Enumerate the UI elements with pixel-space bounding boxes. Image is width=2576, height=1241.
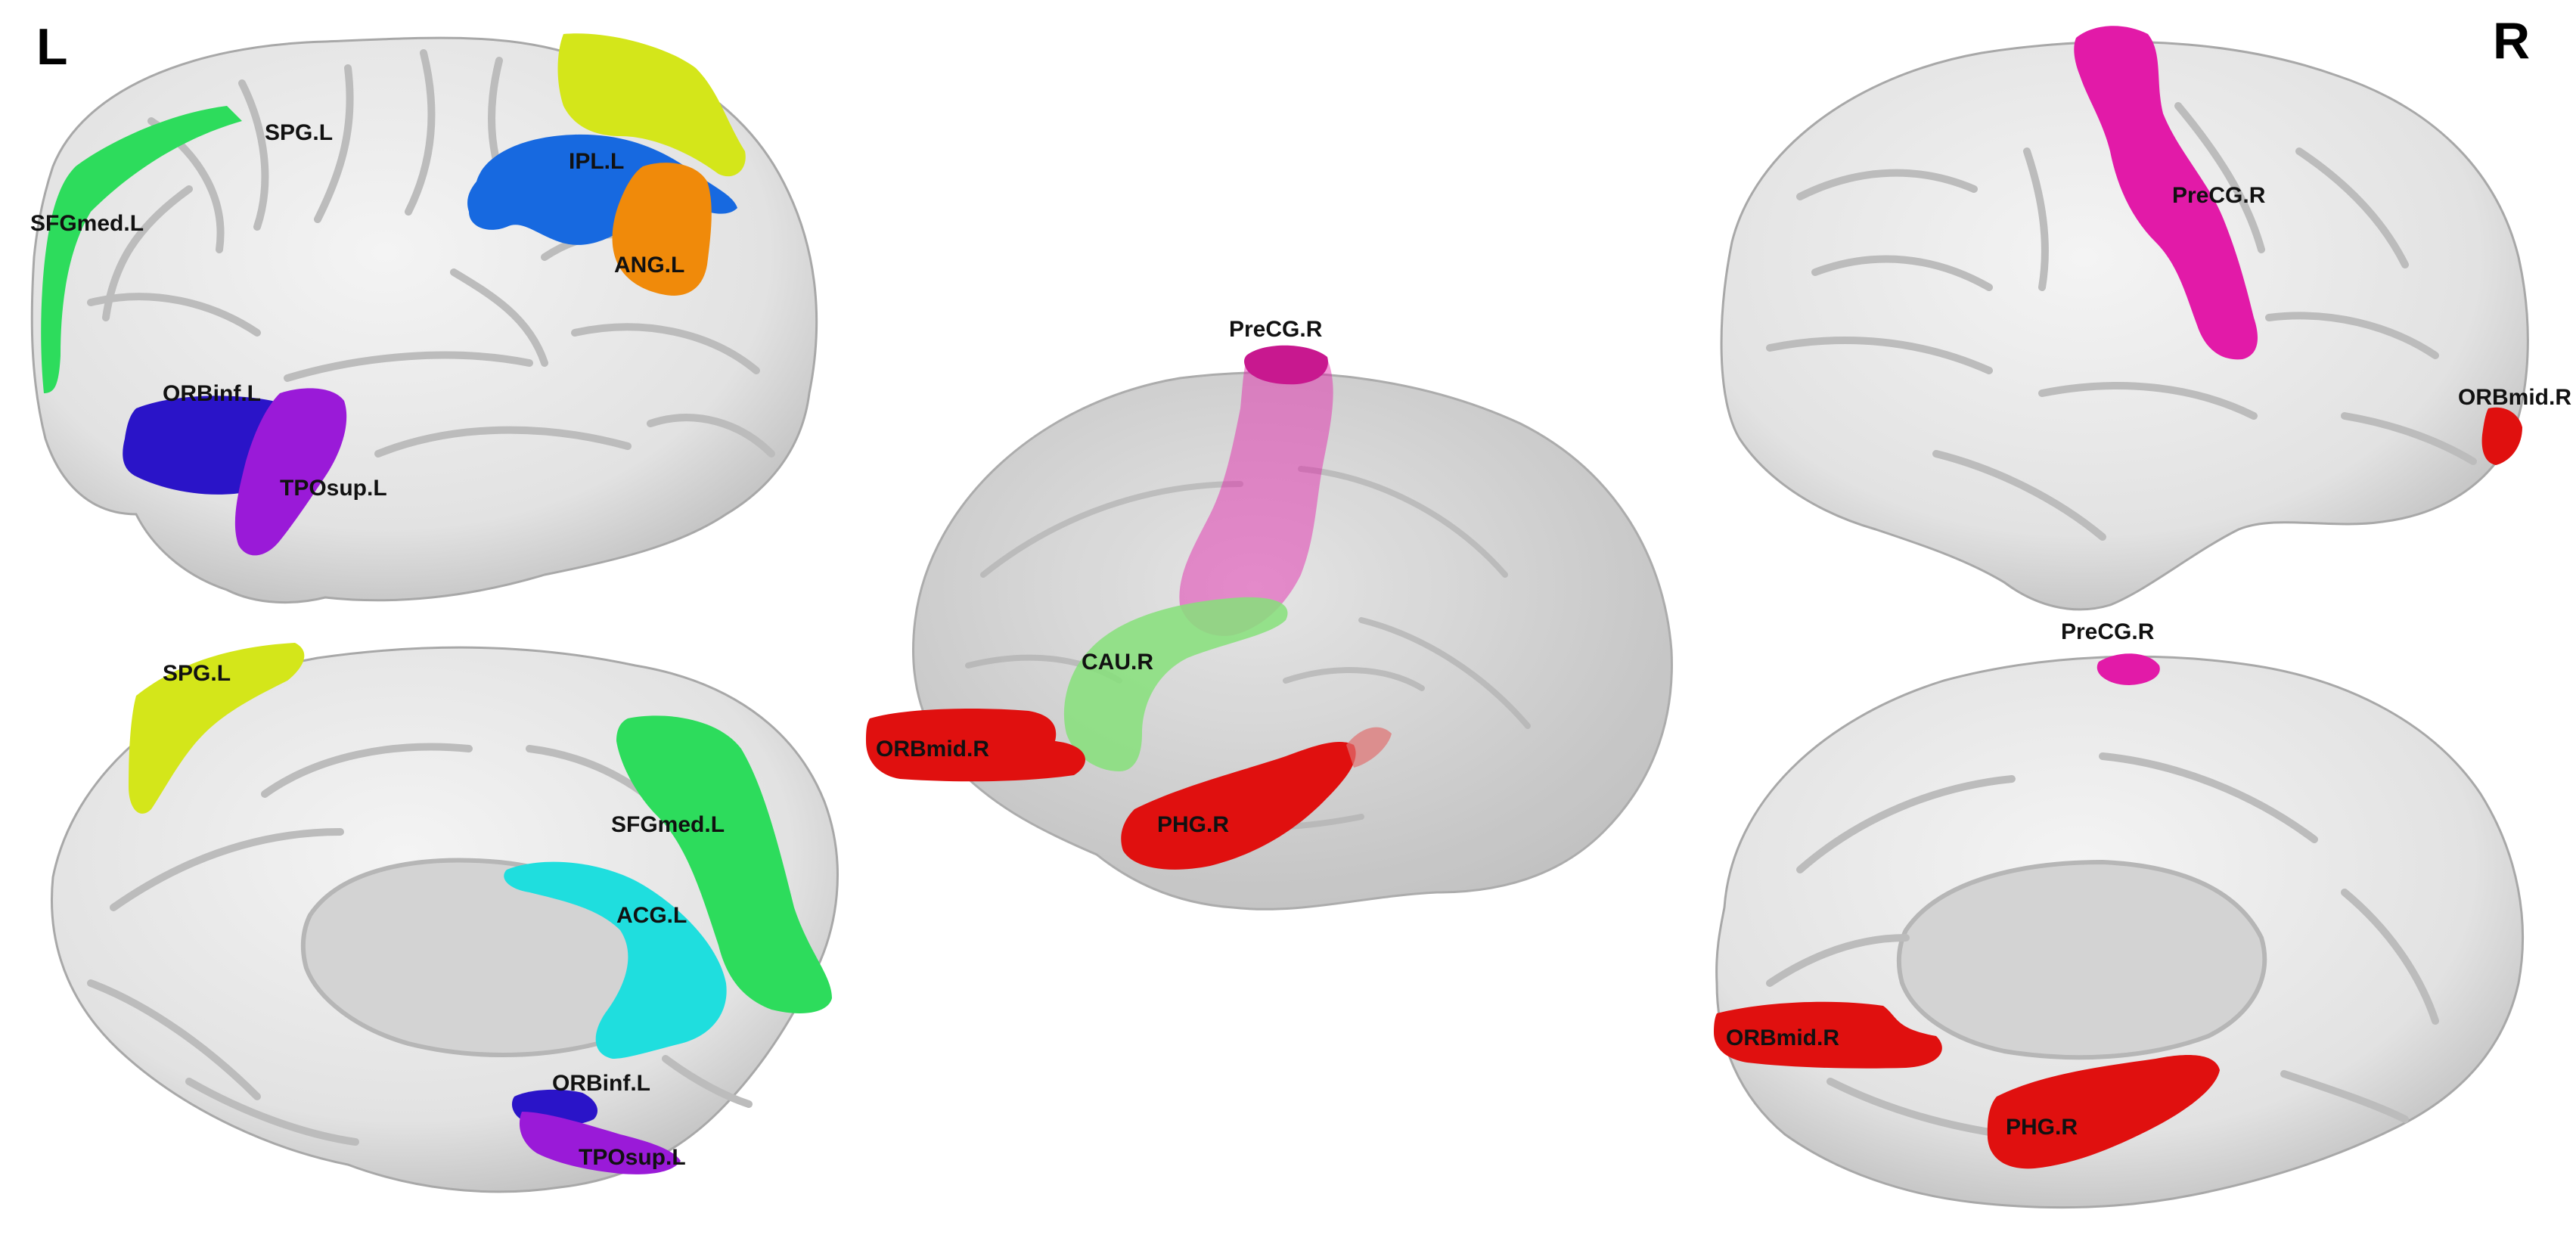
right-medial-sulci [1766,752,2439,1138]
right-medial-precg-label: PreCG.R [2061,619,2155,644]
left-lateral-sfgmed-label: SFGmed.L [30,211,144,236]
right-medial-phg-region [1987,1055,2220,1169]
glass-cau-region [1063,597,1288,771]
glass-orbmid-label: ORBmid.R [876,737,989,762]
left-medial-sfgmed-region [616,715,832,1013]
left-hemisphere-label: L [36,18,68,76]
right-lateral-orbmid-region [2481,407,2522,465]
left-medial-tposup-label: TPOsup.L [579,1145,686,1170]
glass-precg-region [1179,347,1333,636]
glass-precg-label: PreCG.R [1229,317,1323,342]
glass-phg-label: PHG.R [1157,812,1229,837]
glass-phg-tail [1346,727,1392,768]
left-medial-acg-region [504,861,727,1059]
right-lateral-sulci [1766,102,2477,541]
glass-phg-region [1121,741,1356,870]
left-lateral-view: SPG.L IPL.L ANG.L SFGmed.L ORBinf.L TPOs… [30,33,818,604]
left-lateral-ang-label: ANG.L [614,253,684,278]
left-medial-orbinf-label: ORBinf.L [552,1071,650,1096]
left-medial-spg-label: SPG.L [163,661,231,686]
left-lateral-ipl-label: IPL.L [569,149,624,174]
right-medial-wall [1896,859,2267,1060]
right-lateral-precg-region [2074,26,2258,360]
right-hemisphere-label: R [2493,12,2531,70]
right-lateral-precg-label: PreCG.R [2172,183,2266,208]
left-lateral-ang-region [612,163,712,296]
left-medial-view: SPG.L SFGmed.L ACG.L ORBinf.L TPOsup.L [51,643,839,1193]
left-medial-spg-region [129,643,305,814]
right-lateral-orbmid-label: ORBmid.R [2458,385,2571,410]
glass-orbmid-region [866,709,1085,782]
left-lateral-orbinf-label: ORBinf.L [163,381,261,406]
glass-precg-top [1244,345,1328,385]
glass-brain-view: PreCG.R CAU.R ORBmid.R PHG.R [866,317,1673,911]
left-medial-sfgmed-label: SFGmed.L [611,812,725,837]
left-lateral-tposup-label: TPOsup.L [280,476,387,501]
left-lateral-ipl-region [467,134,737,245]
glass-cau-label: CAU.R [1082,650,1153,675]
right-medial-orbmid-label: ORBmid.R [1726,1025,1839,1050]
right-medial-precg-region [2096,653,2160,685]
left-medial-acg-label: ACG.L [616,903,687,928]
right-medial-orbmid-region [1714,1001,1942,1069]
right-medial-view: PreCG.R ORBmid.R PHG.R [1714,619,2525,1209]
right-lateral-view: PreCG.R ORBmid.R [1720,26,2571,611]
left-lateral-sfgmed-region [41,106,243,393]
right-medial-phg-label: PHG.R [2006,1115,2078,1140]
left-lateral-spg-region [557,33,746,177]
left-lateral-tposup-region [234,388,347,556]
left-lateral-spg-label: SPG.L [265,120,333,145]
left-medial-tposup-region [519,1112,681,1174]
